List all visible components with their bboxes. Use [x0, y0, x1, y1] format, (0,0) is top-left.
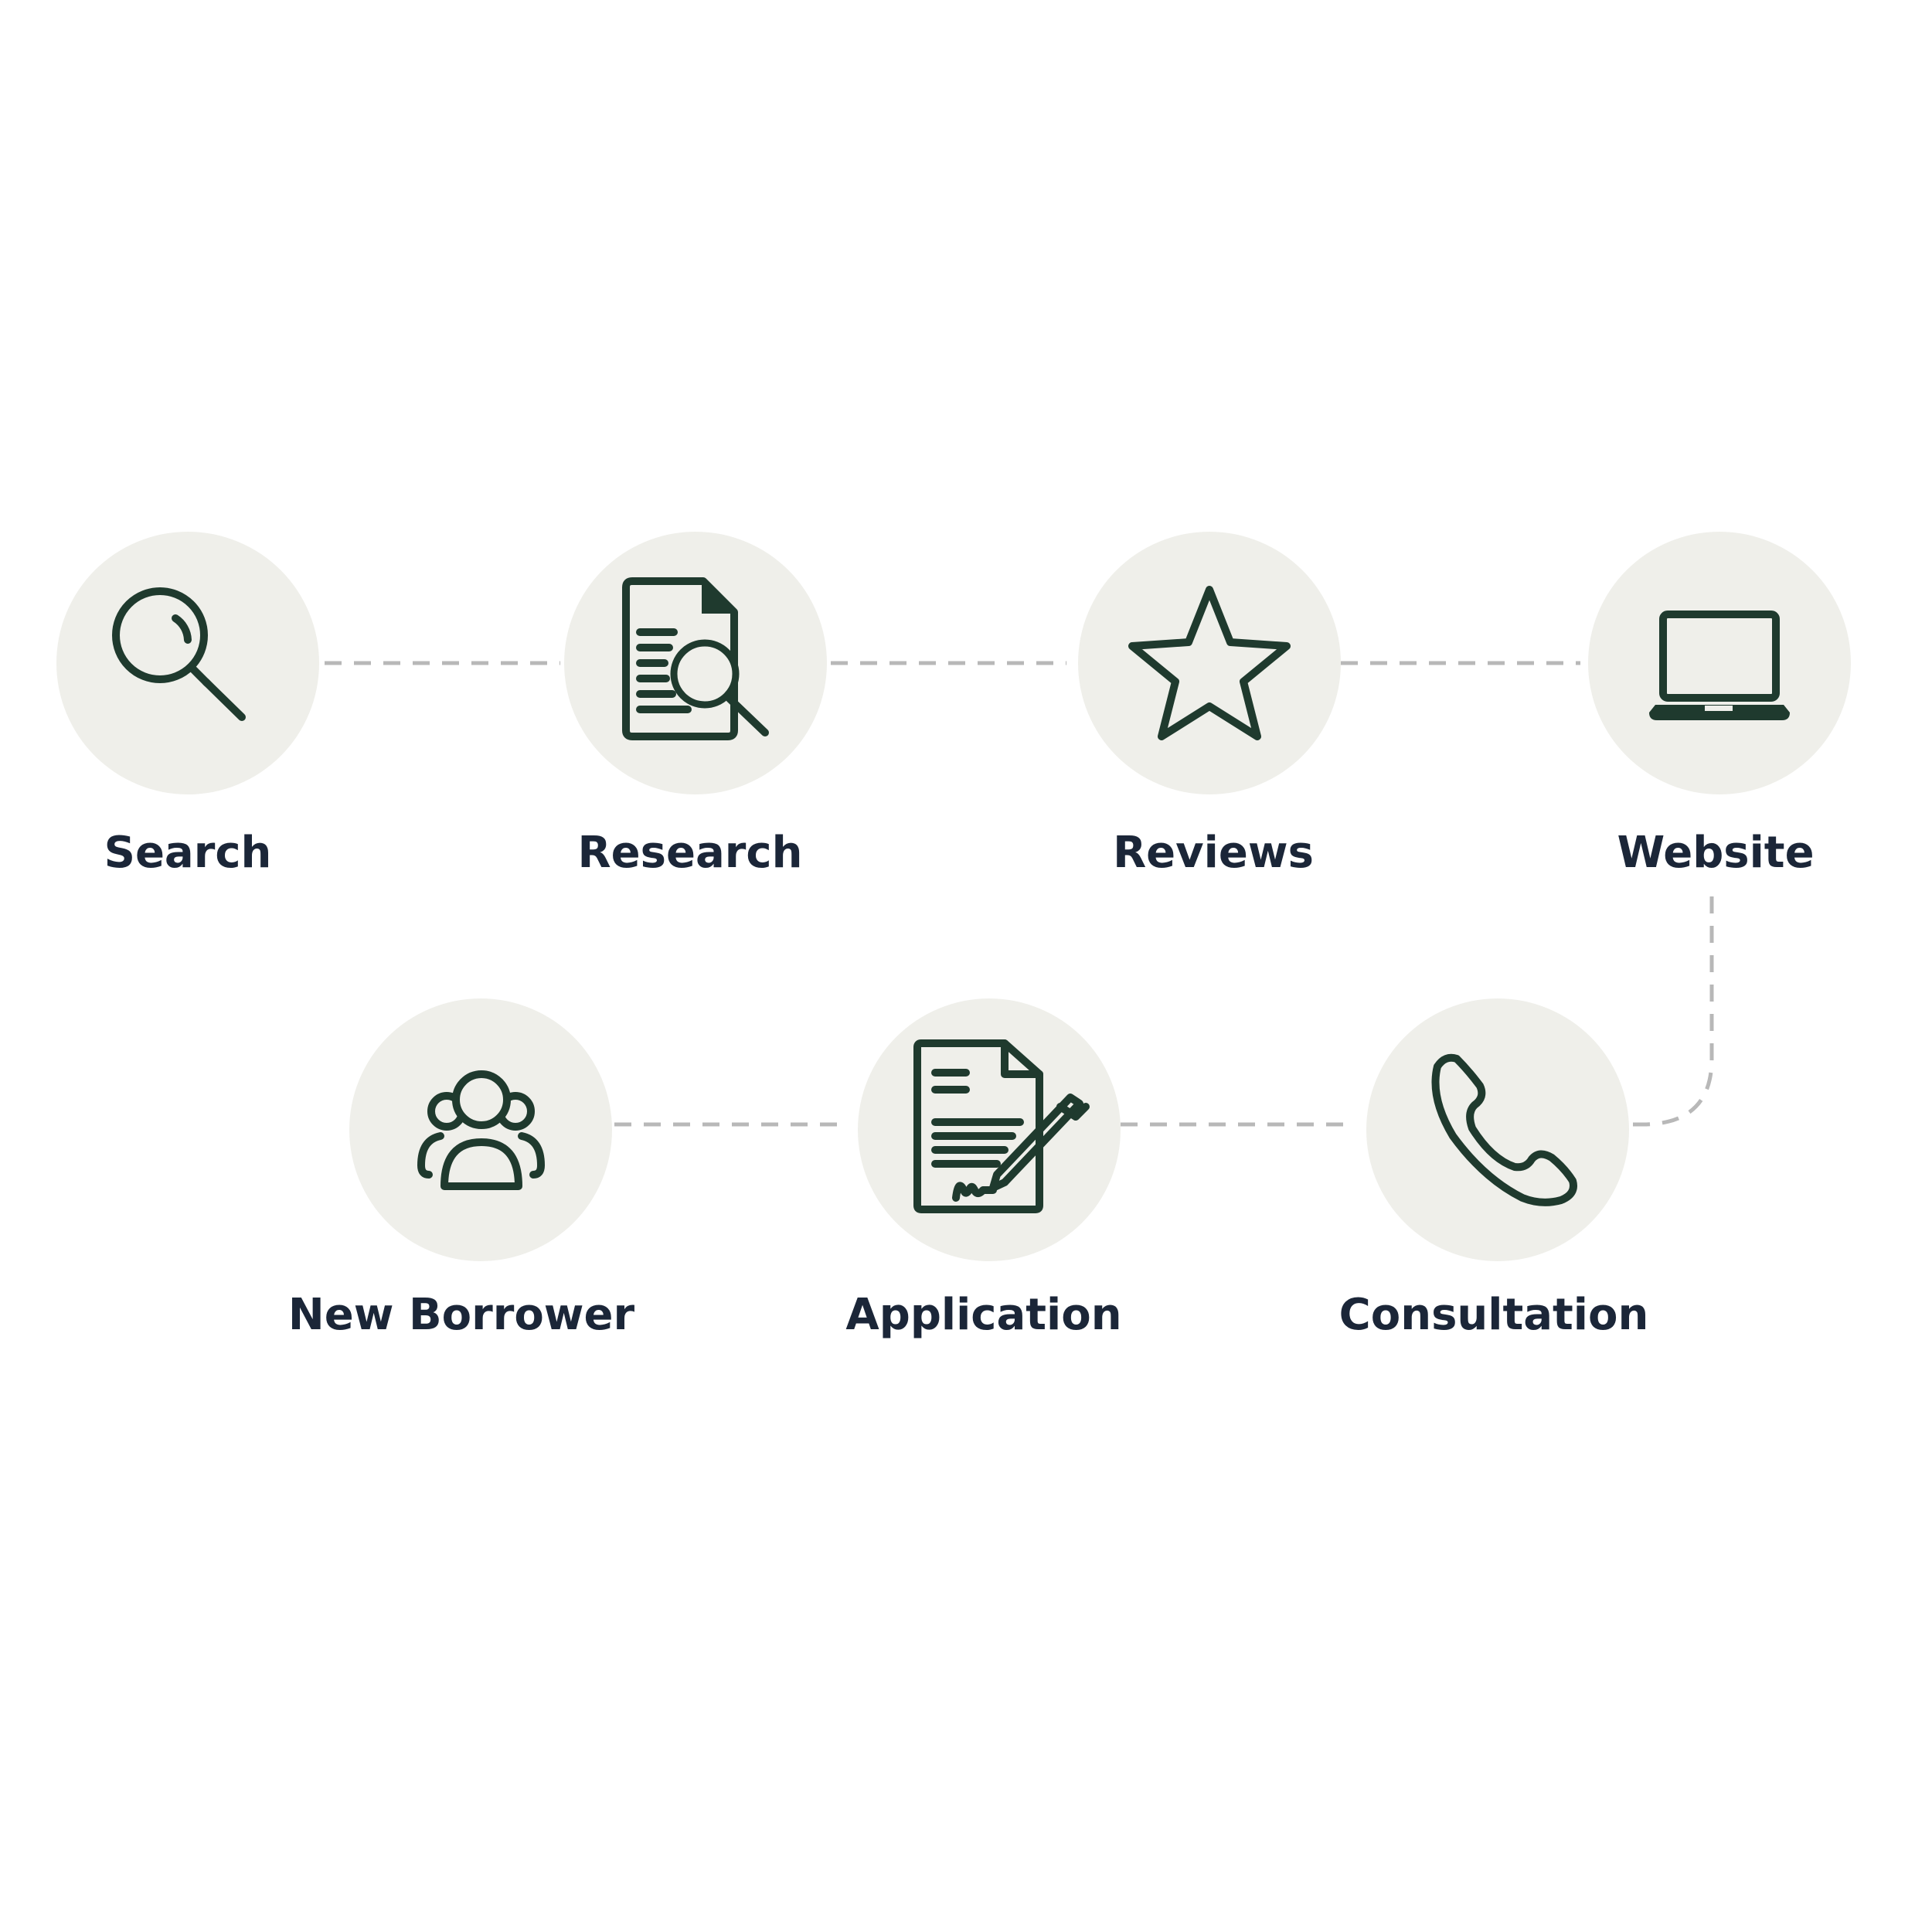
laptop-icon — [1649, 611, 1790, 720]
step-application: Application — [845, 998, 1122, 1340]
connector-website-consultation — [1619, 896, 1714, 1127]
step-circle — [1366, 998, 1629, 1261]
group-icon — [417, 1070, 545, 1190]
step-new-borrower: New Borrower — [288, 998, 635, 1340]
step-label: New Borrower — [288, 1290, 635, 1340]
phone-icon — [1431, 1053, 1577, 1206]
step-label: Consultation — [1339, 1290, 1649, 1340]
step-website: Website — [1588, 532, 1851, 878]
step-search: Search — [56, 532, 319, 878]
step-circle — [858, 998, 1121, 1261]
step-circle — [1078, 532, 1341, 794]
document-search-icon — [622, 577, 769, 740]
star-icon — [1128, 586, 1291, 740]
step-label: Website — [1617, 828, 1814, 878]
step-circle — [56, 532, 319, 794]
step-circle — [1588, 532, 1851, 794]
step-label: Application — [845, 1290, 1121, 1340]
step-consultation: Consultation — [1339, 998, 1649, 1340]
signed-document-icon — [913, 1039, 1090, 1213]
step-reviews: Reviews — [1078, 532, 1341, 878]
step-research: Research — [564, 532, 827, 878]
magnifier-icon — [112, 587, 246, 721]
step-label: Reviews — [1113, 828, 1314, 878]
connectors — [325, 661, 1714, 1127]
step-label: Search — [104, 828, 272, 878]
step-label: Research — [578, 828, 803, 878]
step-circle — [349, 998, 612, 1261]
